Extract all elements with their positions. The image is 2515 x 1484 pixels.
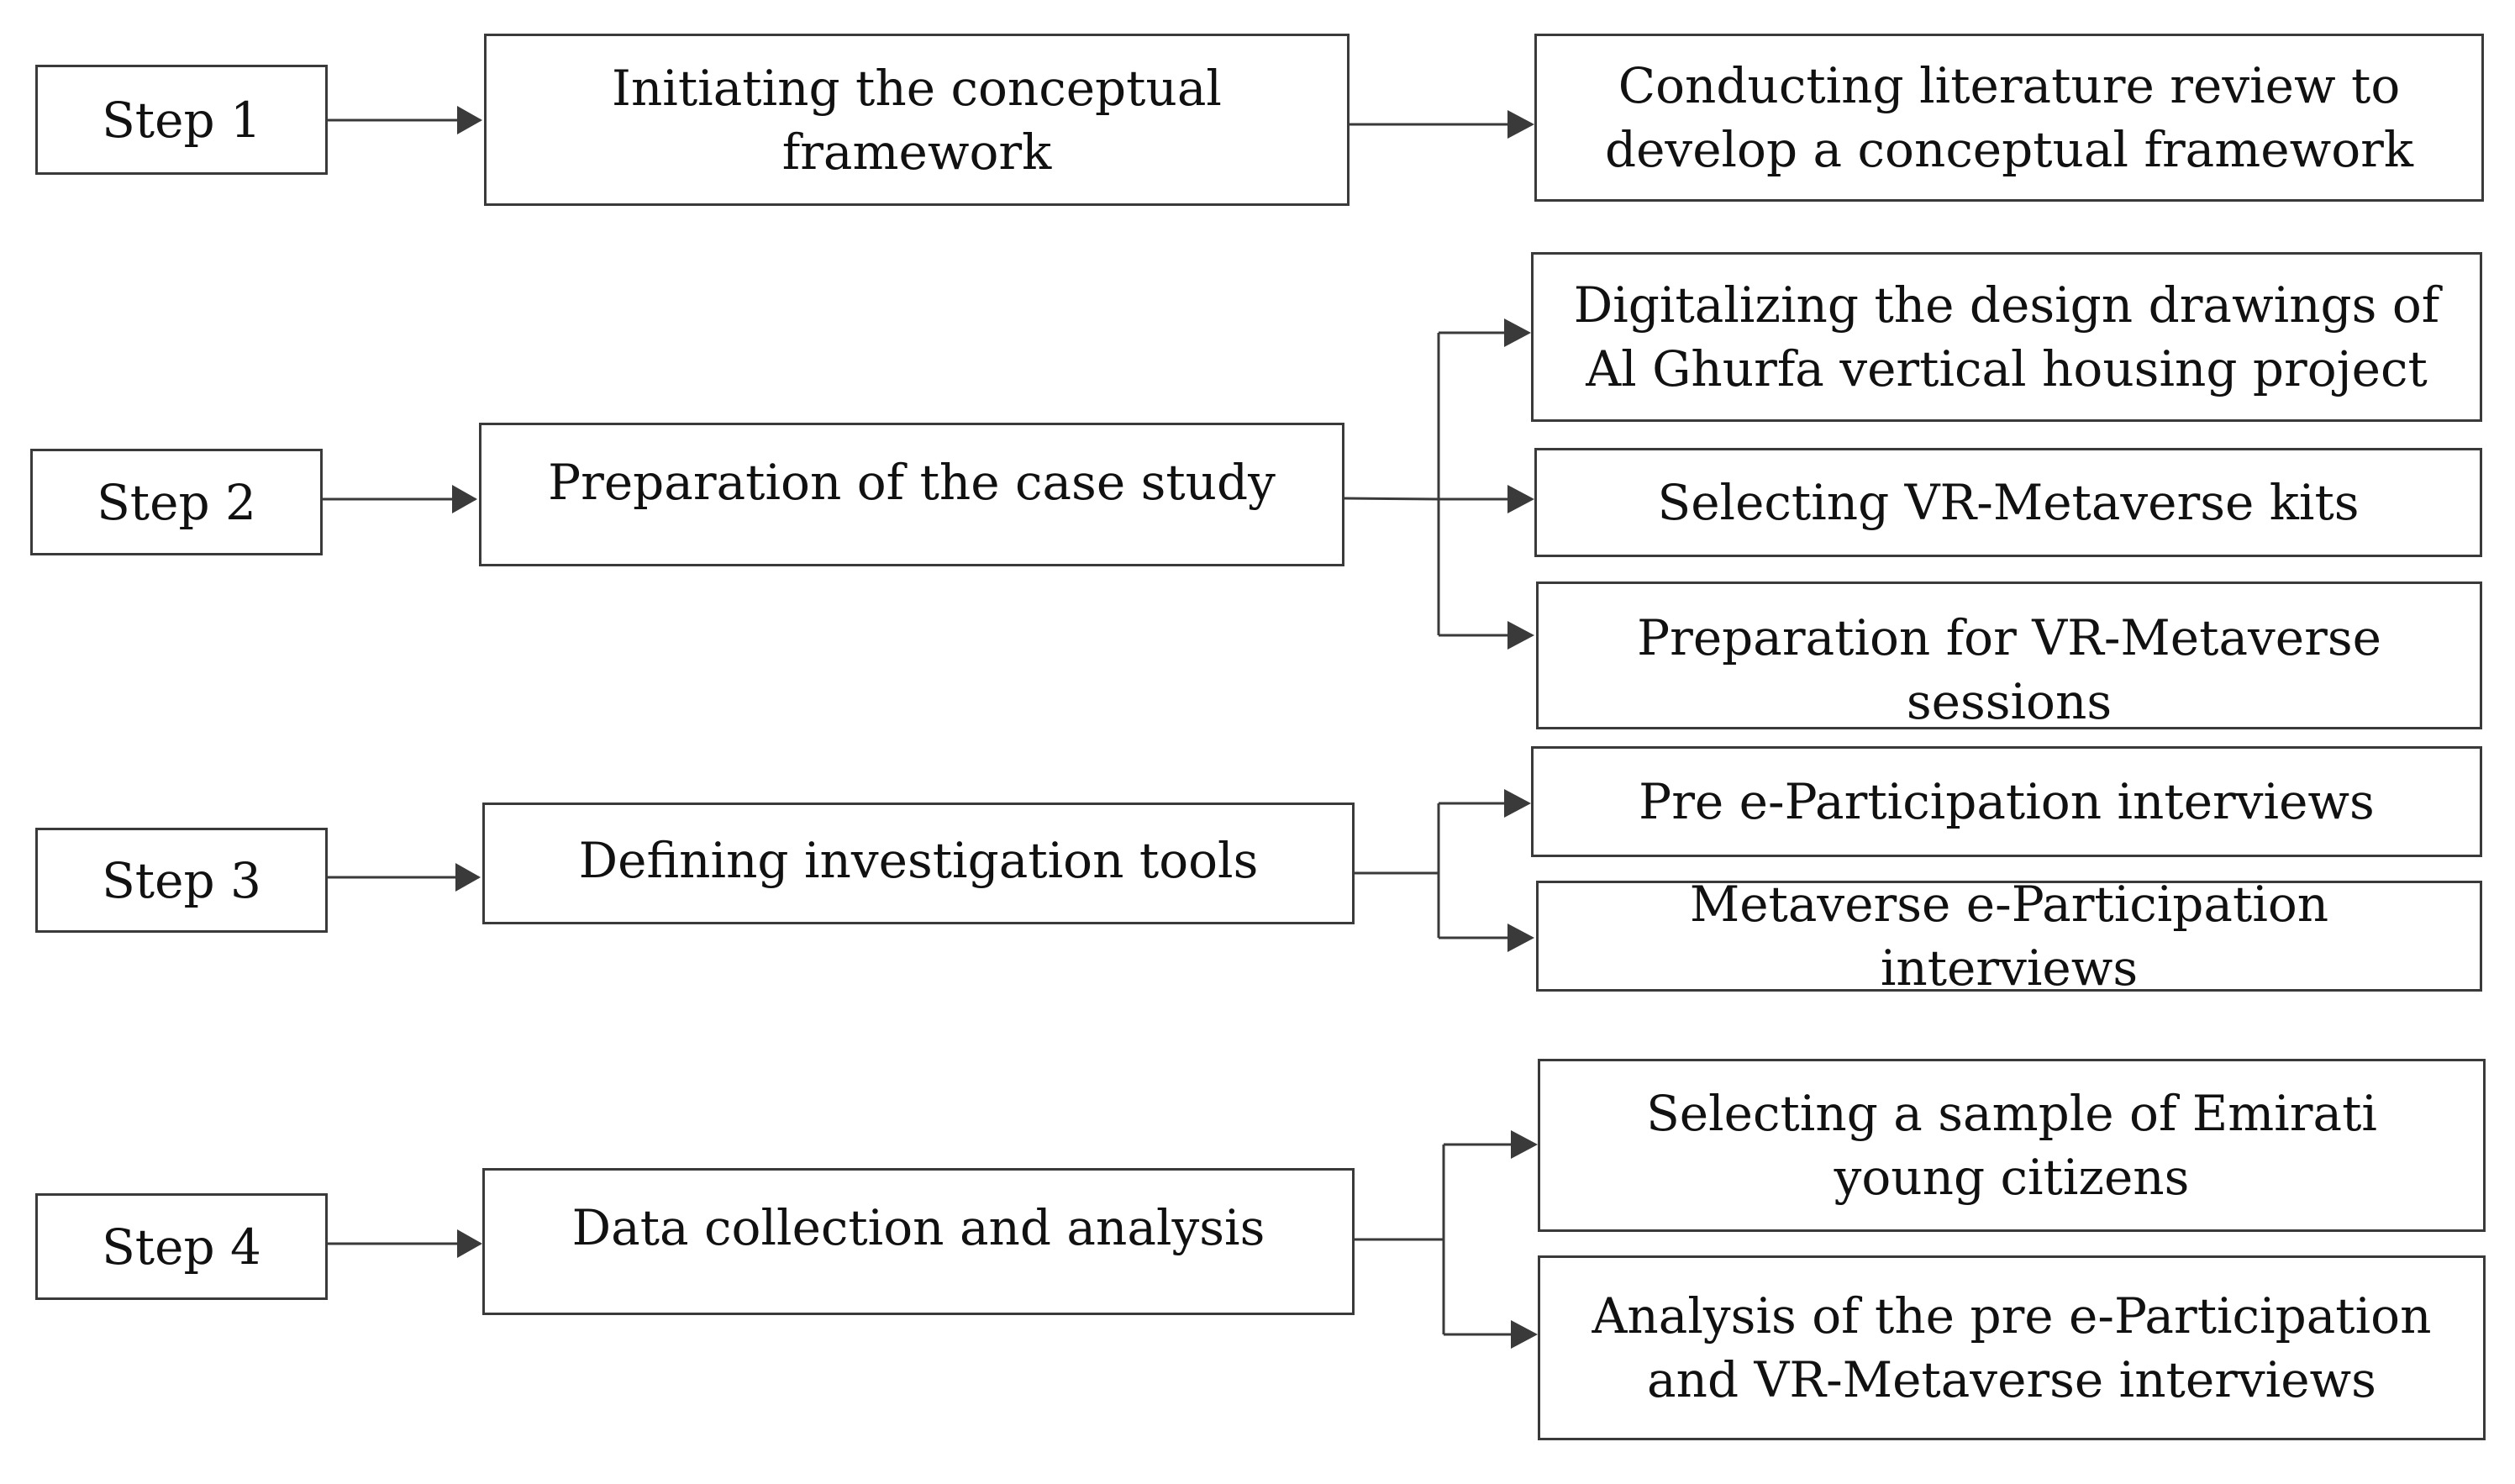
step-2-output-2: Selecting VR-Metaverse kits <box>1534 448 2482 557</box>
step-3-output-2: Metaverse e-Participation interviews <box>1536 876 2482 997</box>
step-4-output-2: Analysis of the pre e-Participation and … <box>1538 1255 2486 1440</box>
step-3-task: Defining investigation tools <box>482 803 1355 924</box>
step-2-output-3: Preparation for VR-Metaverse sessions <box>1536 581 2482 730</box>
step-1-label: Step 1 <box>35 65 328 175</box>
step-3-output-1: Pre e-Participation interviews <box>1531 746 2482 857</box>
step-2-label: Step 2 <box>30 449 323 555</box>
step-4-task: Data collection and analysis <box>482 1168 1355 1315</box>
step-1-task: Initiating the conceptual framework <box>484 34 1350 206</box>
step-4-label: Step 4 <box>35 1193 328 1300</box>
step-3-label: Step 3 <box>35 828 328 933</box>
step-2-output-1: Digitalizing the design drawings of Al G… <box>1531 252 2482 422</box>
arrow-step1-head <box>457 106 482 134</box>
step-2-task: Preparation of the case study <box>479 423 1344 566</box>
step-1-output-1: Conducting literature review to develop … <box>1534 34 2484 202</box>
step-4-output-1: Selecting a sample of Emirati young citi… <box>1538 1059 2486 1232</box>
connector-task2-trunk <box>1344 497 1439 501</box>
